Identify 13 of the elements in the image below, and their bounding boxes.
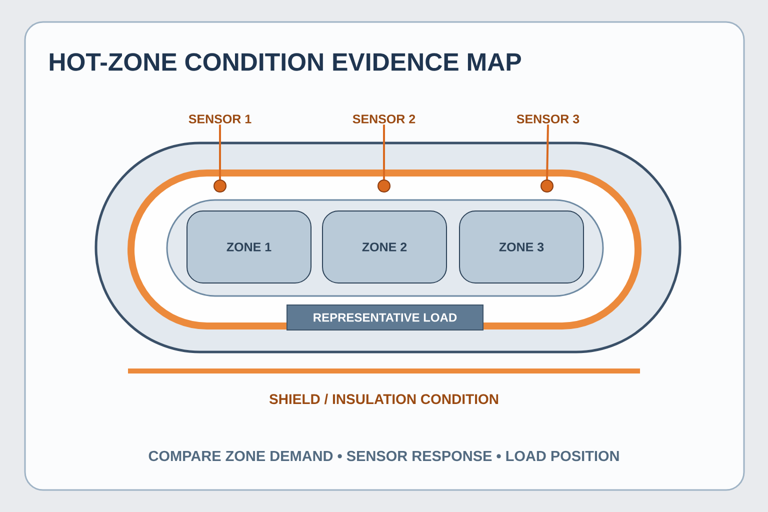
caption-text: COMPARE ZONE DEMAND • SENSOR RESPONSE • LOAD POSITION bbox=[148, 450, 619, 462]
sensor-label: SENSOR 2 bbox=[352, 114, 416, 124]
zone-box: ZONE 2 bbox=[322, 210, 447, 284]
leader-line bbox=[383, 124, 385, 180]
sensor-label: SENSOR 1 bbox=[188, 114, 252, 124]
zone-box: ZONE 1 bbox=[186, 210, 312, 284]
zone-box: ZONE 3 bbox=[459, 210, 584, 284]
sensor-label: SENSOR 3 bbox=[516, 114, 580, 124]
title: HOT-ZONE CONDITION EVIDENCE MAP bbox=[50, 53, 521, 71]
leader-line bbox=[219, 124, 221, 180]
caption-text: SHIELD / INSULATION CONDITION bbox=[269, 394, 498, 404]
load-bar: REPRESENTATIVE LOAD bbox=[286, 304, 484, 330]
leader-line bbox=[546, 124, 549, 180]
